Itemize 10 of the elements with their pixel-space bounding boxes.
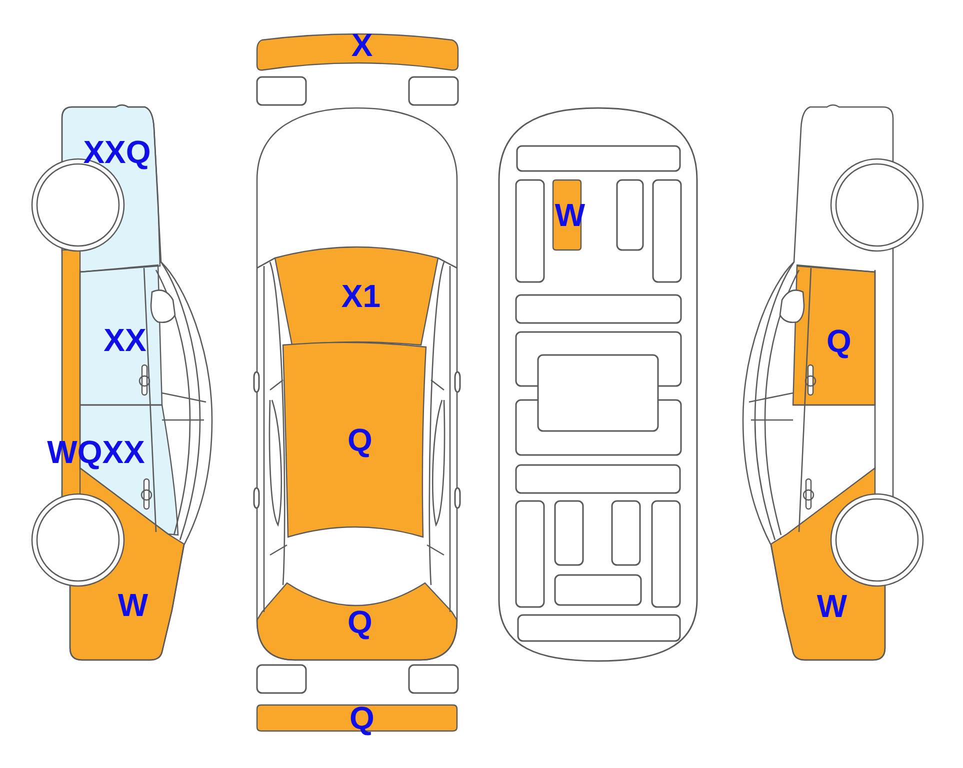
damage-code: X (351, 29, 373, 61)
damage-code: W (816, 590, 848, 622)
damage-code: XX (104, 324, 146, 356)
damage-code: XXQ (83, 136, 151, 168)
damage-code: Q (826, 325, 852, 357)
damage-code: X1 (341, 280, 381, 312)
damage-code: W (118, 589, 148, 621)
damage-code: Q (348, 424, 372, 456)
damage-code: Q (348, 606, 372, 638)
damage-code: Q (350, 702, 374, 734)
